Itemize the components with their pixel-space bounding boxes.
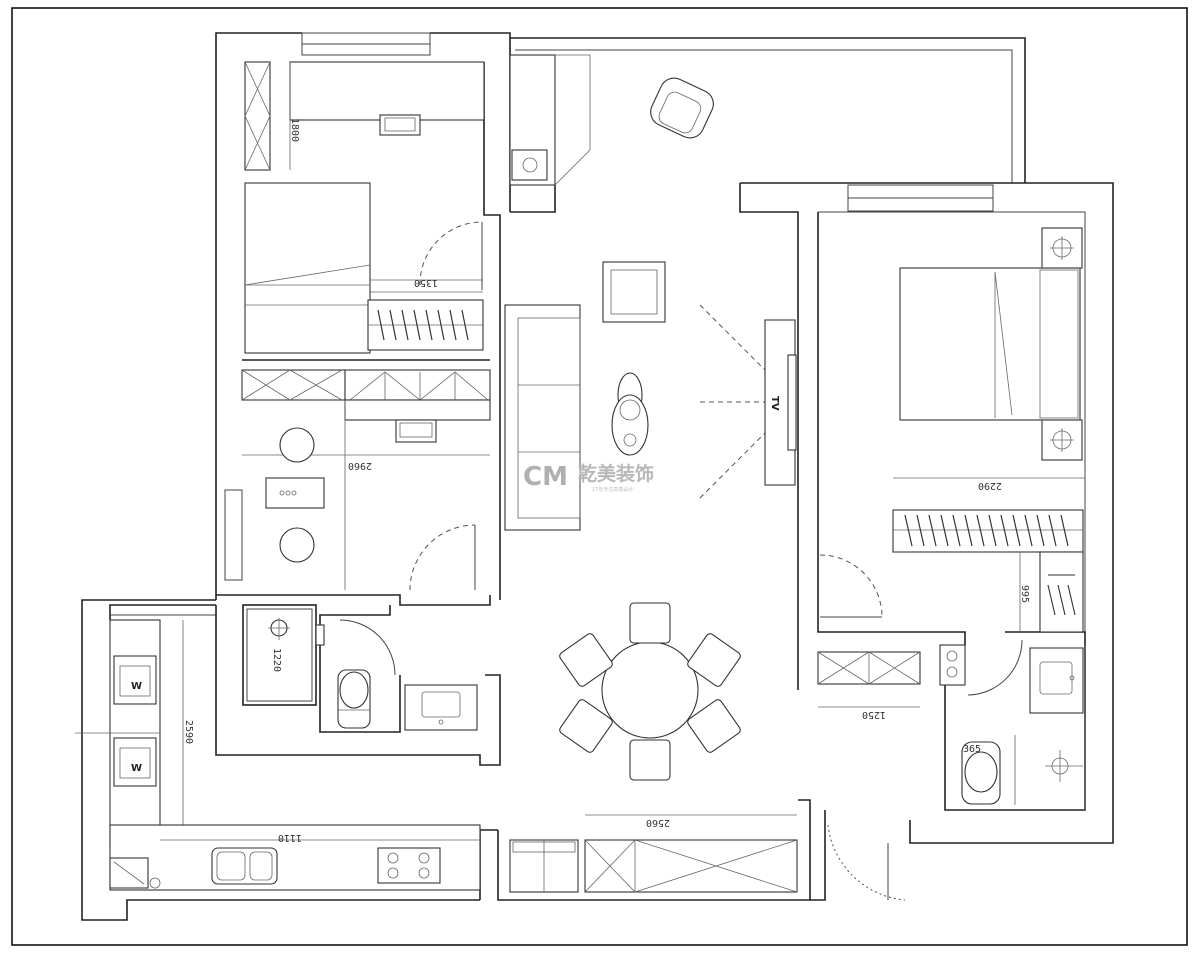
dining-area: 2560: [509, 602, 906, 901]
washer-2-label: W: [131, 763, 142, 774]
interior-walls: [215, 62, 1086, 811]
hangers-top: [377, 309, 469, 341]
dim-master-closet: 995: [1019, 585, 1030, 603]
hangers-master: [904, 514, 1069, 547]
watermark-brand: 乾美装饰: [578, 462, 654, 485]
tv-label: TV: [769, 396, 780, 411]
dim-master-cabinet: 1250: [862, 709, 886, 720]
master-bedroom: 2290 995 1250: [817, 227, 1085, 720]
dim-bedroom-top-depth: 1800: [289, 118, 300, 142]
study-room: 2960: [224, 369, 491, 591]
bathroom-left: 1220: [268, 618, 478, 731]
master-bathroom: 365: [939, 639, 1084, 805]
dim-study-width: 2960: [348, 460, 372, 471]
dim-bedroom-top-door: 1350: [414, 277, 438, 288]
watermark-tagline: 17年专注高端设计: [592, 486, 633, 493]
dim-bath-left-width: 1220: [271, 648, 282, 672]
bedroom-top: 1800 1350: [244, 61, 485, 354]
chairs: [559, 602, 741, 781]
watermark-logo: CM: [523, 462, 568, 492]
dim-master-bath-basin: 365: [963, 744, 981, 755]
dim-master-wardrobe: 2290: [978, 480, 1002, 491]
page-frame: [11, 7, 1188, 946]
dim-dining-cabinet: 2560: [646, 817, 670, 828]
living-room: TV: [504, 54, 797, 531]
watermark: CM 乾美装饰 17年专注高端设计: [523, 462, 654, 493]
dim-kitchen-length: 1110: [278, 832, 302, 843]
washer-1-label: W: [131, 681, 142, 692]
outer-walls: [81, 32, 1114, 921]
dim-kitchen-depth: 2590: [183, 720, 194, 744]
kitchen: W W 2590 1110: [75, 619, 481, 891]
